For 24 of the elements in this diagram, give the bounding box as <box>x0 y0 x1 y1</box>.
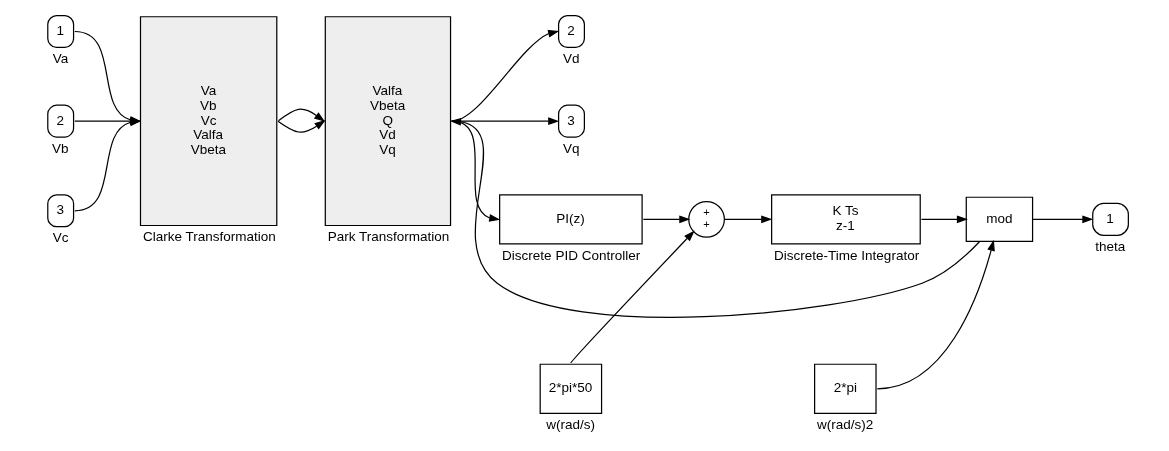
node-label: Park Transformation <box>327 229 449 245</box>
arrow <box>276 120 326 133</box>
arrow <box>723 215 772 224</box>
arrow <box>920 215 968 224</box>
arrow <box>277 108 325 122</box>
arrow <box>449 117 980 318</box>
node-label: Vc <box>52 230 68 246</box>
node-label: Vb <box>51 140 69 156</box>
node-label: w(rad/s)2 <box>816 417 873 433</box>
node-label: Clarke Transformation <box>142 229 276 245</box>
arrow <box>1031 215 1093 224</box>
node-label: Discrete-Time Integrator <box>773 247 919 263</box>
arrow <box>450 117 559 125</box>
arrow <box>642 215 690 224</box>
node-label: theta <box>1094 239 1125 255</box>
node-box: mod <box>965 196 1033 243</box>
node-label: Vq <box>562 140 579 156</box>
node-label: Va <box>52 51 68 67</box>
node-label: Discrete PID Controller <box>501 247 640 263</box>
arrow <box>876 239 995 390</box>
arrow <box>569 230 695 364</box>
node-label: Vd <box>562 51 579 67</box>
node-circle: + + <box>687 200 725 238</box>
node-label: w(rad/s) <box>545 417 595 433</box>
